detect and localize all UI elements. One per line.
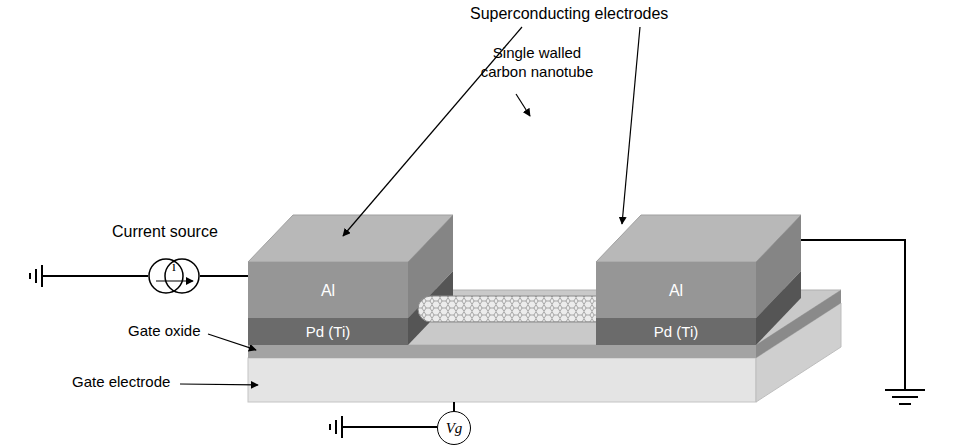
wire	[200, 275, 248, 277]
callout-label: Current source	[112, 222, 218, 242]
ground-symbol	[41, 265, 43, 287]
wire	[453, 402, 455, 411]
wire	[801, 240, 905, 390]
ground-symbol	[329, 424, 331, 430]
ground-symbol	[29, 273, 31, 279]
leader-arrow	[180, 384, 258, 385]
contact-layer: Pd (Ti)	[596, 318, 756, 345]
ground-symbol	[335, 420, 337, 434]
layer-label: Al	[321, 281, 335, 300]
ground-symbol	[885, 389, 925, 391]
leader-arrow	[516, 94, 530, 116]
callout-label: Gate oxide	[128, 322, 201, 341]
contact-layer: Pd (Ti)	[248, 318, 408, 345]
aluminium-layer: Al	[248, 262, 408, 318]
gate-oxide-front	[248, 345, 756, 358]
ground-symbol	[892, 396, 918, 398]
layer-label: Pd (Ti)	[654, 323, 698, 341]
ground-symbol	[899, 403, 911, 405]
ground-symbol	[35, 269, 37, 283]
gate-electrode-front	[248, 358, 756, 402]
callout-label: Gate electrode	[72, 373, 170, 392]
voltage-source: Vg	[437, 411, 471, 445]
source-label: Vg	[446, 419, 463, 437]
source-circle	[149, 259, 183, 293]
nanotube-lattice	[418, 296, 618, 322]
ground-symbol	[341, 416, 343, 438]
wire	[342, 426, 437, 428]
layer-label: Al	[669, 281, 683, 300]
current-arrow	[156, 280, 193, 281]
layer-label: Pd (Ti)	[306, 323, 350, 341]
source-label: i	[172, 259, 176, 275]
current-source: i	[148, 257, 200, 295]
leader-arrow	[622, 27, 640, 224]
nanotube-body	[418, 296, 618, 322]
callout-label: Single walled carbon nanotube	[472, 44, 602, 82]
aluminium-layer: Al	[596, 262, 756, 318]
callout-label: Superconducting electrodes	[470, 4, 668, 24]
source-circle	[165, 259, 199, 293]
contact-side	[756, 271, 801, 345]
wire	[42, 275, 148, 277]
